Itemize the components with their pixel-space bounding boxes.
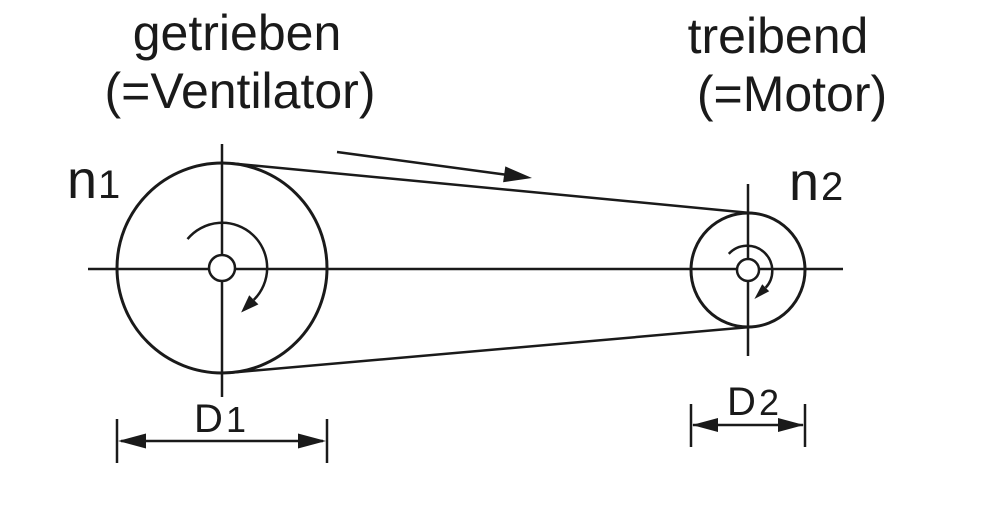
d2-arrowhead-right <box>778 418 804 432</box>
driven-rotation-arrow <box>186 221 269 313</box>
belt-direction-arrow <box>336 150 532 183</box>
driven-title-line1: getrieben <box>133 5 342 61</box>
driving-rotation-arrow <box>727 244 774 299</box>
driving-pulley-hub <box>735 257 761 283</box>
d1-label-subscript: 1 <box>226 399 246 440</box>
driving-speed-subscript: 2 <box>821 165 843 209</box>
belt-top-line <box>231 162 754 215</box>
driven-title-line2: (=Ventilator) <box>105 63 376 119</box>
driving-speed-symbol: n <box>789 152 819 212</box>
driven-speed-subscript: 1 <box>98 163 120 207</box>
driving-title-line2: (=Motor) <box>697 66 887 122</box>
d2-label-subscript: 2 <box>759 382 779 423</box>
d2-label-symbol: D <box>727 380 756 424</box>
driving-pulley-circle <box>689 211 807 329</box>
d1-arrowhead-right <box>298 433 326 449</box>
d2-dimension <box>689 404 807 447</box>
driving-title-line1: treibend <box>688 8 869 64</box>
d2-arrowhead-left <box>692 418 718 432</box>
d1-arrowhead-left <box>118 433 146 449</box>
driven-pulley-circle <box>115 161 329 375</box>
driven-pulley-hub <box>207 253 237 283</box>
belt-bottom-line <box>231 325 754 374</box>
d1-label-symbol: D <box>194 397 223 441</box>
d1-dimension <box>115 419 329 463</box>
driven-speed-symbol: n <box>67 150 97 210</box>
